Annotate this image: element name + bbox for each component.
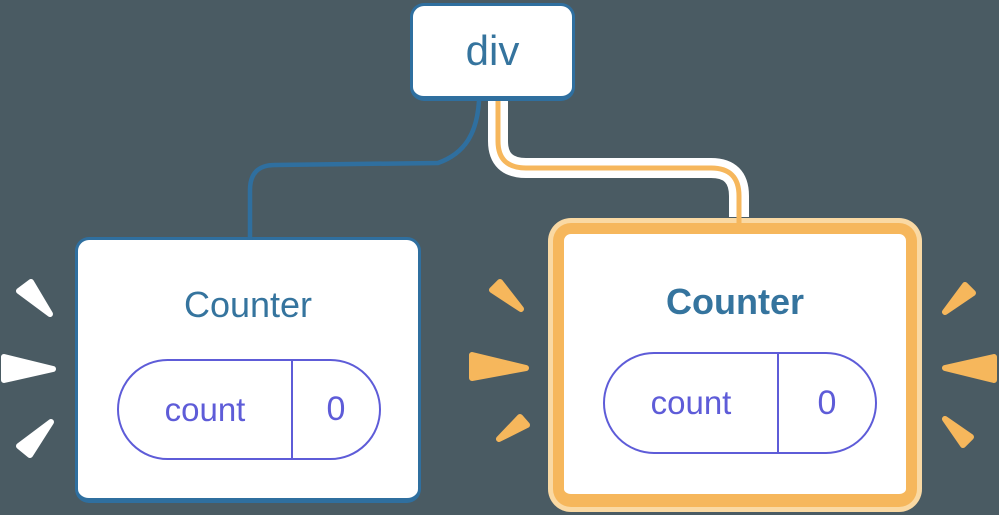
root-node-label: div xyxy=(465,27,520,74)
sparkle-icon xyxy=(16,279,53,317)
sparkle-burst-right-counter-left xyxy=(469,279,530,442)
state-key-label: count xyxy=(650,384,732,421)
sparkle-burst-right-counter-right xyxy=(942,282,997,448)
sparkle-icon xyxy=(942,282,976,315)
edge-root-to-left-counter xyxy=(247,100,482,240)
counter-right-state-pill: count 0 xyxy=(603,352,877,454)
state-key-label: count xyxy=(164,390,246,428)
counter-right-title: Counter xyxy=(666,281,804,322)
sparkle-icon xyxy=(489,279,524,312)
sparkle-icon xyxy=(469,352,529,381)
sparkle-icon xyxy=(16,419,54,458)
state-value: 0 xyxy=(291,361,379,458)
sparkle-icon xyxy=(496,414,530,442)
edge-highlight-casing xyxy=(488,101,749,217)
root-node-div: div xyxy=(410,3,575,101)
state-value: 0 xyxy=(777,354,875,452)
counter-left-state-pill: count 0 xyxy=(117,359,381,460)
sparkle-burst-left-counter xyxy=(1,279,56,458)
sparkle-icon xyxy=(1,354,56,383)
counter-card-right-highlighted: Counter count 0 xyxy=(553,223,917,507)
counter-left-title: Counter xyxy=(183,284,313,325)
edge-root-to-right-counter xyxy=(495,101,742,227)
sparkle-icon xyxy=(942,416,974,448)
sparkle-icon xyxy=(942,354,997,383)
counter-card-left: Counter count 0 xyxy=(75,237,421,503)
